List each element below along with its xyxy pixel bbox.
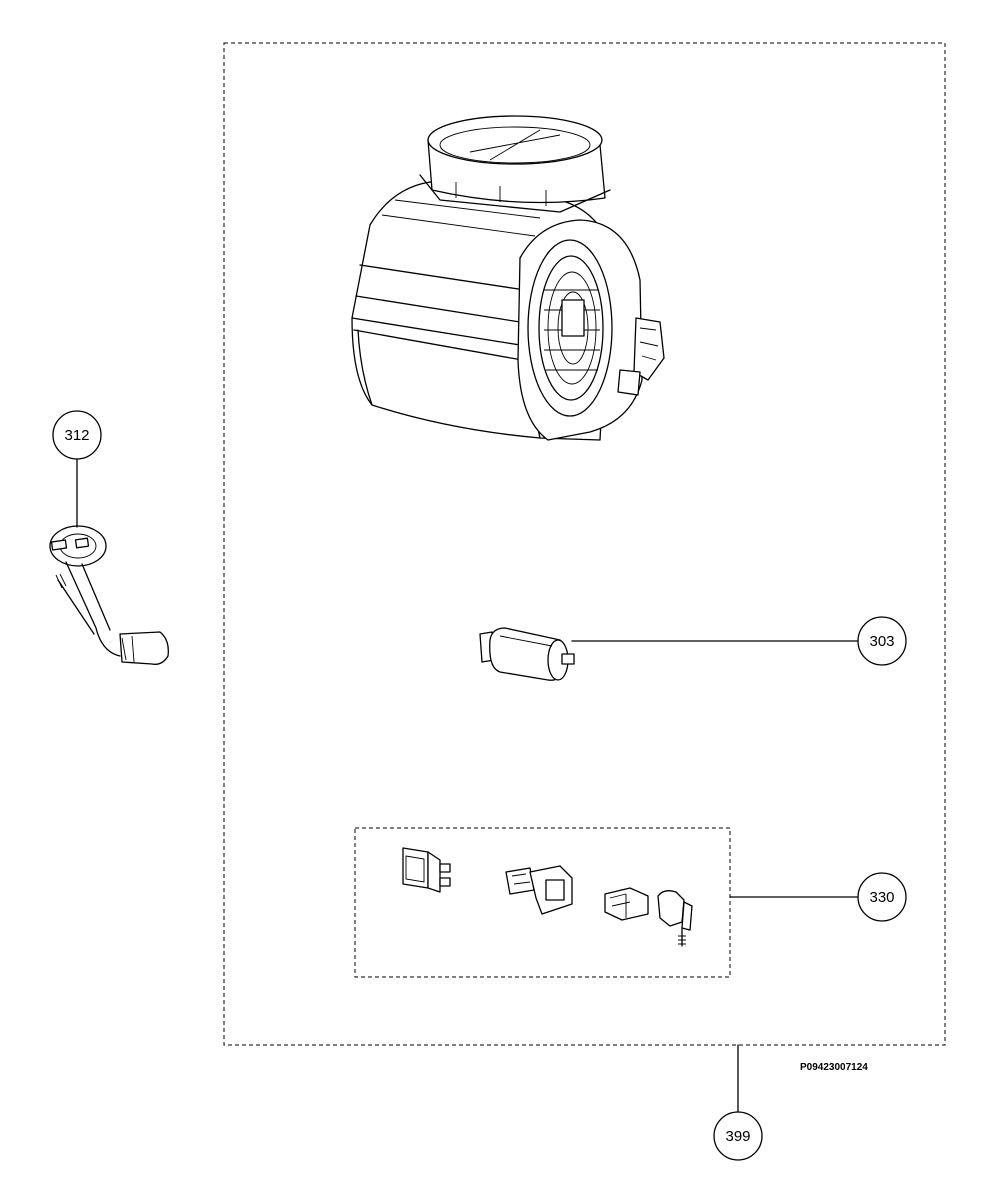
blower-motor-assembly bbox=[351, 115, 665, 441]
callout-399-label: 399 bbox=[725, 1128, 750, 1145]
mains-cable-312 bbox=[49, 525, 169, 665]
callout-303: 303 bbox=[857, 616, 907, 666]
kit-boundary-330 bbox=[354, 827, 731, 978]
capacitor-303 bbox=[479, 627, 575, 681]
drawing-code: P09423007124 bbox=[800, 1062, 868, 1073]
callout-399: 399 bbox=[713, 1111, 763, 1161]
connector-kit-330 bbox=[402, 847, 693, 947]
callout-312: 312 bbox=[52, 410, 102, 460]
callout-303-label: 303 bbox=[869, 633, 894, 650]
callout-330: 330 bbox=[857, 872, 907, 922]
assembly-boundary-399 bbox=[223, 42, 946, 1046]
callout-330-label: 330 bbox=[869, 889, 894, 906]
callout-312-label: 312 bbox=[64, 427, 89, 444]
